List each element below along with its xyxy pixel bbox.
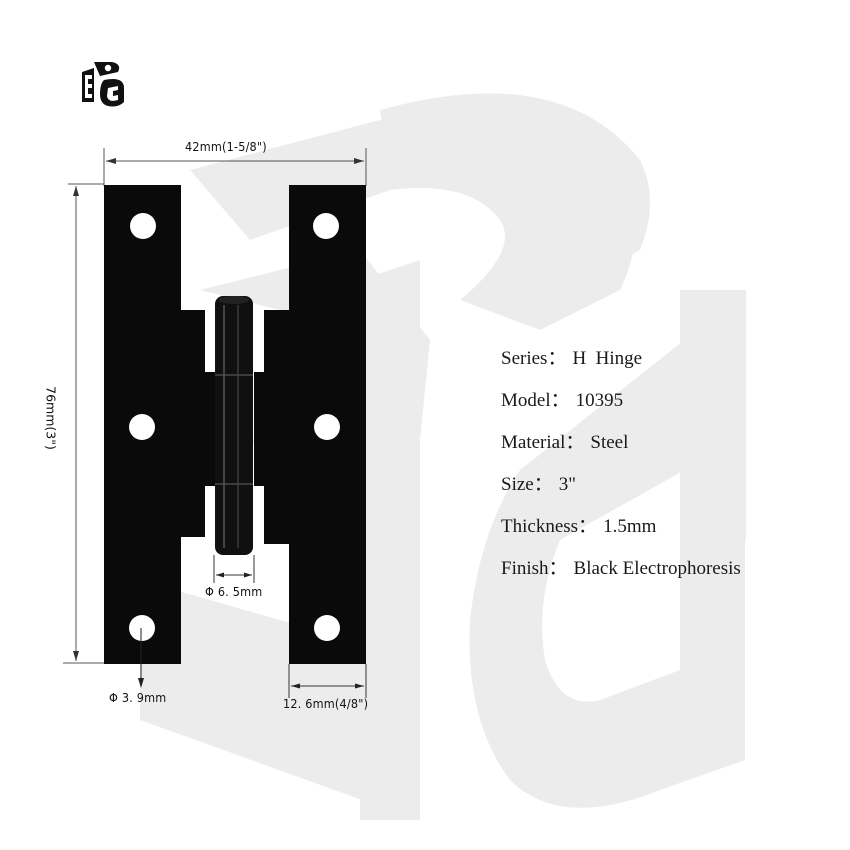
- spec-value: Steel: [590, 432, 629, 453]
- spec-row-finish: Finish：Black Electrophoresis: [501, 548, 741, 590]
- spec-value: H Hinge: [572, 348, 643, 369]
- spec-row-size: Size：3": [501, 464, 741, 506]
- spec-list: Series：H Hinge Model：10395 Material：Stee…: [501, 338, 741, 590]
- width-dimension-line: [103, 148, 367, 186]
- screw-holes: [129, 213, 340, 641]
- spec-separator: ：: [550, 390, 570, 411]
- spec-value: 10395: [575, 390, 624, 411]
- spec-row-thickness: Thickness：1.5mm: [501, 506, 741, 548]
- spec-label: Size: [501, 474, 534, 495]
- spec-separator: ：: [548, 558, 568, 579]
- spec-value: Black Electrophoresis: [573, 558, 741, 579]
- hole-diameter-label: Φ 3. 9mm: [109, 690, 167, 705]
- spec-row-model: Model：10395: [501, 380, 741, 422]
- knuckle-dimension-line: [213, 555, 255, 583]
- knuckle-diameter-label: Φ 6. 5mm: [205, 584, 263, 599]
- spec-separator: ：: [533, 474, 553, 495]
- spec-value: 3": [558, 474, 576, 495]
- spec-value: 1.5mm: [603, 516, 657, 537]
- spec-separator: ：: [547, 348, 567, 369]
- spec-label: Finish: [501, 558, 549, 579]
- beg-watermark-icon: [140, 93, 746, 820]
- spec-label: Thickness: [501, 516, 579, 537]
- spec-row-series: Series：H Hinge: [501, 338, 741, 380]
- leaf-width-dimension-line: [288, 664, 367, 698]
- overall-height-label: 76mm(3"): [43, 386, 59, 450]
- h-hinge: [104, 185, 366, 664]
- spec-label: Model: [501, 390, 551, 411]
- spec-label: Material: [501, 432, 566, 453]
- hole-dimension-pointer: [138, 628, 144, 688]
- spec-row-material: Material：Steel: [501, 422, 741, 464]
- knuckle-barrel: [215, 296, 253, 555]
- leaf-width-label: 12. 6mm(4/8"): [283, 696, 369, 711]
- right-leaf: [254, 185, 366, 664]
- spec-label: Series: [501, 348, 548, 369]
- beg-cube-logo-icon: [82, 62, 124, 108]
- spec-separator: ：: [578, 516, 598, 537]
- overall-width-label: 42mm(1-5/8"): [185, 139, 267, 154]
- spec-separator: ：: [565, 432, 585, 453]
- height-dimension-line: [63, 183, 104, 664]
